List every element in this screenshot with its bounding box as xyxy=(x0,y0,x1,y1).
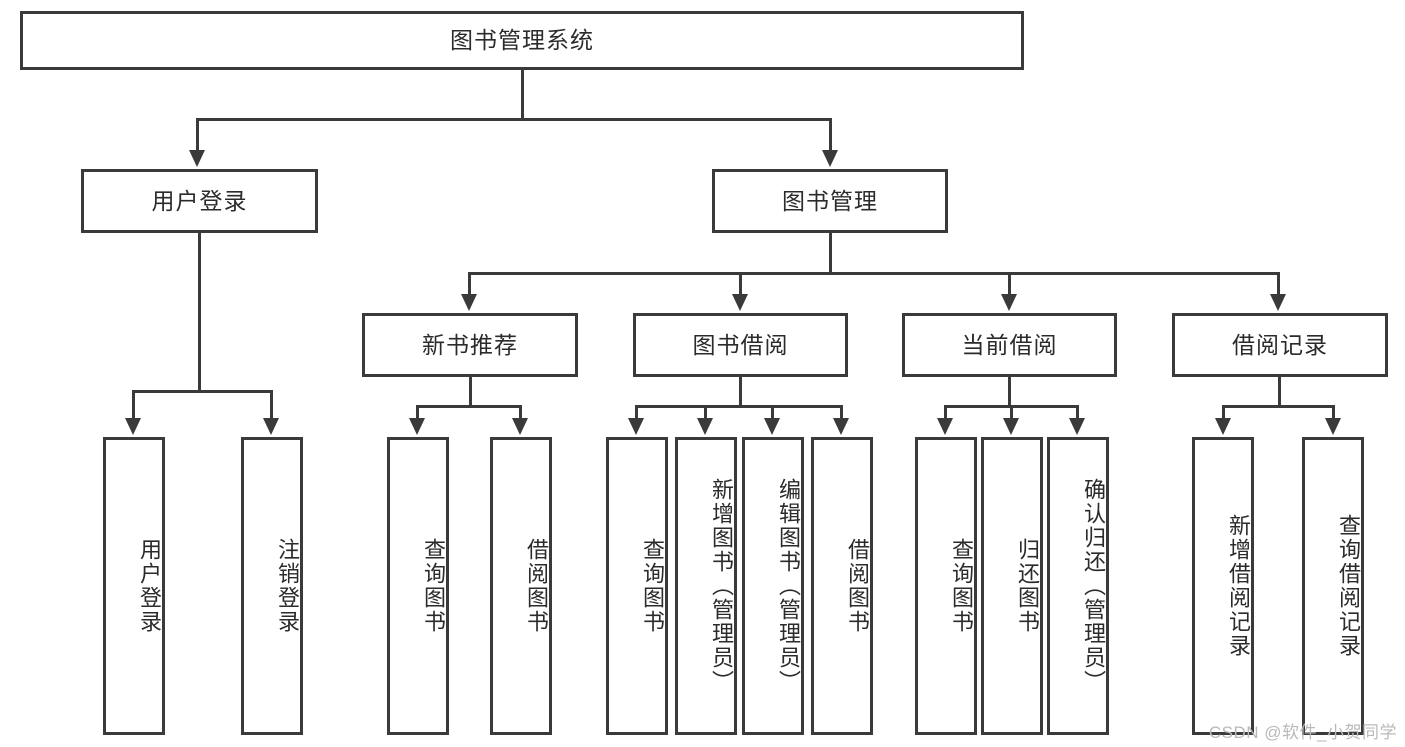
node-label: 图书借阅 xyxy=(692,331,789,358)
node-label: 注销登录 xyxy=(275,538,300,634)
arrowhead-borrow-record xyxy=(1270,294,1286,311)
node-label: 编辑图书（管理员） xyxy=(776,478,801,694)
node-label: 新增图书（管理员） xyxy=(709,478,734,694)
connector-current-borrow-stem xyxy=(1008,377,1011,405)
connector-user-login-to-leaf-1 xyxy=(132,390,135,420)
node-label: 查询图书 xyxy=(421,538,446,634)
node-label: 查询借阅记录 xyxy=(1336,514,1361,658)
leaf-cb-confirm-return-admin[interactable]: 确认归还（管理员） xyxy=(1047,437,1109,735)
arrowhead-br-leaf-2 xyxy=(1325,418,1341,435)
arrowhead-current-borrow xyxy=(1001,294,1017,311)
connector-new-book-recommend-stem xyxy=(469,377,472,405)
leaf-bb-query-book[interactable]: 查询图书 xyxy=(606,437,668,735)
node-label: 图书管理系统 xyxy=(450,27,594,54)
node-label: 归还图书 xyxy=(1015,538,1040,634)
connector-nbr-leaf-1 xyxy=(416,405,419,420)
arrowhead-root-to-book-management xyxy=(822,150,838,167)
node-label: 借阅图书 xyxy=(845,538,870,634)
node-label: 新书推荐 xyxy=(422,331,518,358)
node-user-login[interactable]: 用户登录 xyxy=(81,169,318,233)
arrowhead-bb-leaf-1 xyxy=(628,418,644,435)
connector-user-login-bus xyxy=(132,390,270,393)
arrowhead-bb-leaf-2 xyxy=(697,418,713,435)
connector-book-borrow-bus xyxy=(635,405,843,408)
arrowhead-book-borrow xyxy=(732,294,748,311)
leaf-nbr-borrow-book[interactable]: 借阅图书 xyxy=(490,437,552,735)
node-label: 借阅记录 xyxy=(1232,331,1328,358)
connector-bb-leaf-2 xyxy=(704,405,707,420)
arrowhead-cb-leaf-3 xyxy=(1069,418,1085,435)
node-label: 当前借阅 xyxy=(961,331,1058,358)
connector-root-stem xyxy=(521,70,524,118)
node-label: 借阅图书 xyxy=(524,538,549,634)
connector-root-bus xyxy=(196,118,832,121)
connector-to-current-borrow xyxy=(1008,272,1011,296)
arrowhead-cb-leaf-1 xyxy=(937,418,953,435)
connector-br-leaf-2 xyxy=(1332,405,1335,420)
node-book-borrow[interactable]: 图书借阅 xyxy=(633,313,848,377)
connector-to-book-borrow xyxy=(739,272,742,296)
node-current-borrow[interactable]: 当前借阅 xyxy=(902,313,1117,377)
connector-user-login-to-leaf-2 xyxy=(270,390,273,420)
leaf-logout[interactable]: 注销登录 xyxy=(241,437,303,735)
connector-to-borrow-record xyxy=(1277,272,1280,296)
connector-borrow-record-stem xyxy=(1278,377,1281,405)
node-book-management[interactable]: 图书管理 xyxy=(712,169,948,233)
connector-user-login-stem xyxy=(198,233,201,390)
connector-level3-bus xyxy=(468,272,1280,275)
leaf-nbr-query-book[interactable]: 查询图书 xyxy=(387,437,449,735)
node-label: 查询图书 xyxy=(640,538,665,634)
connector-book-borrow-stem xyxy=(739,377,742,405)
leaf-bb-add-book-admin[interactable]: 新增图书（管理员） xyxy=(675,437,737,735)
node-root-book-management-system[interactable]: 图书管理系统 xyxy=(20,11,1024,70)
arrowhead-nbr-leaf-2 xyxy=(512,418,528,435)
connector-root-to-user-login xyxy=(196,118,199,152)
arrowhead-nbr-leaf-1 xyxy=(409,418,425,435)
leaf-br-query-record[interactable]: 查询借阅记录 xyxy=(1302,437,1364,735)
connector-bb-leaf-3 xyxy=(771,405,774,420)
node-label: 用户登录 xyxy=(137,538,162,634)
arrowhead-bb-leaf-4 xyxy=(833,418,849,435)
connector-new-book-recommend-bus xyxy=(416,405,522,408)
connector-to-new-book-recommend xyxy=(468,272,471,296)
node-label: 用户登录 xyxy=(151,187,248,214)
leaf-bb-edit-book-admin[interactable]: 编辑图书（管理员） xyxy=(742,437,804,735)
arrowhead-root-to-user-login xyxy=(189,150,205,167)
arrowhead-br-leaf-1 xyxy=(1215,418,1231,435)
connector-book-management-stem xyxy=(829,233,832,272)
leaf-cb-query-book[interactable]: 查询图书 xyxy=(915,437,977,735)
connector-borrow-record-bus xyxy=(1222,405,1335,408)
connector-root-to-book-management xyxy=(829,118,832,152)
leaf-bb-borrow-book[interactable]: 借阅图书 xyxy=(811,437,873,735)
node-new-book-recommend[interactable]: 新书推荐 xyxy=(362,313,578,377)
arrowhead-cb-leaf-2 xyxy=(1003,418,1019,435)
connector-bb-leaf-4 xyxy=(840,405,843,420)
arrowhead-user-login-leaf-1 xyxy=(125,418,141,435)
connector-cb-leaf-1 xyxy=(944,405,947,420)
connector-bb-leaf-1 xyxy=(635,405,638,420)
connector-nbr-leaf-2 xyxy=(519,405,522,420)
connector-br-leaf-1 xyxy=(1222,405,1225,420)
leaf-user-login[interactable]: 用户登录 xyxy=(103,437,165,735)
node-borrow-record[interactable]: 借阅记录 xyxy=(1172,313,1388,377)
node-label: 新增借阅记录 xyxy=(1226,514,1251,658)
arrowhead-bb-leaf-3 xyxy=(764,418,780,435)
arrowhead-user-login-leaf-2 xyxy=(263,418,279,435)
leaf-cb-return-book[interactable]: 归还图书 xyxy=(981,437,1043,735)
connector-cb-leaf-2 xyxy=(1010,405,1013,420)
node-label: 查询图书 xyxy=(949,538,974,634)
node-label: 图书管理 xyxy=(782,187,878,214)
arrowhead-new-book-recommend xyxy=(461,294,477,311)
leaf-br-add-record[interactable]: 新增借阅记录 xyxy=(1192,437,1254,735)
connector-cb-leaf-3 xyxy=(1076,405,1079,420)
node-label: 确认归还（管理员） xyxy=(1081,478,1106,694)
